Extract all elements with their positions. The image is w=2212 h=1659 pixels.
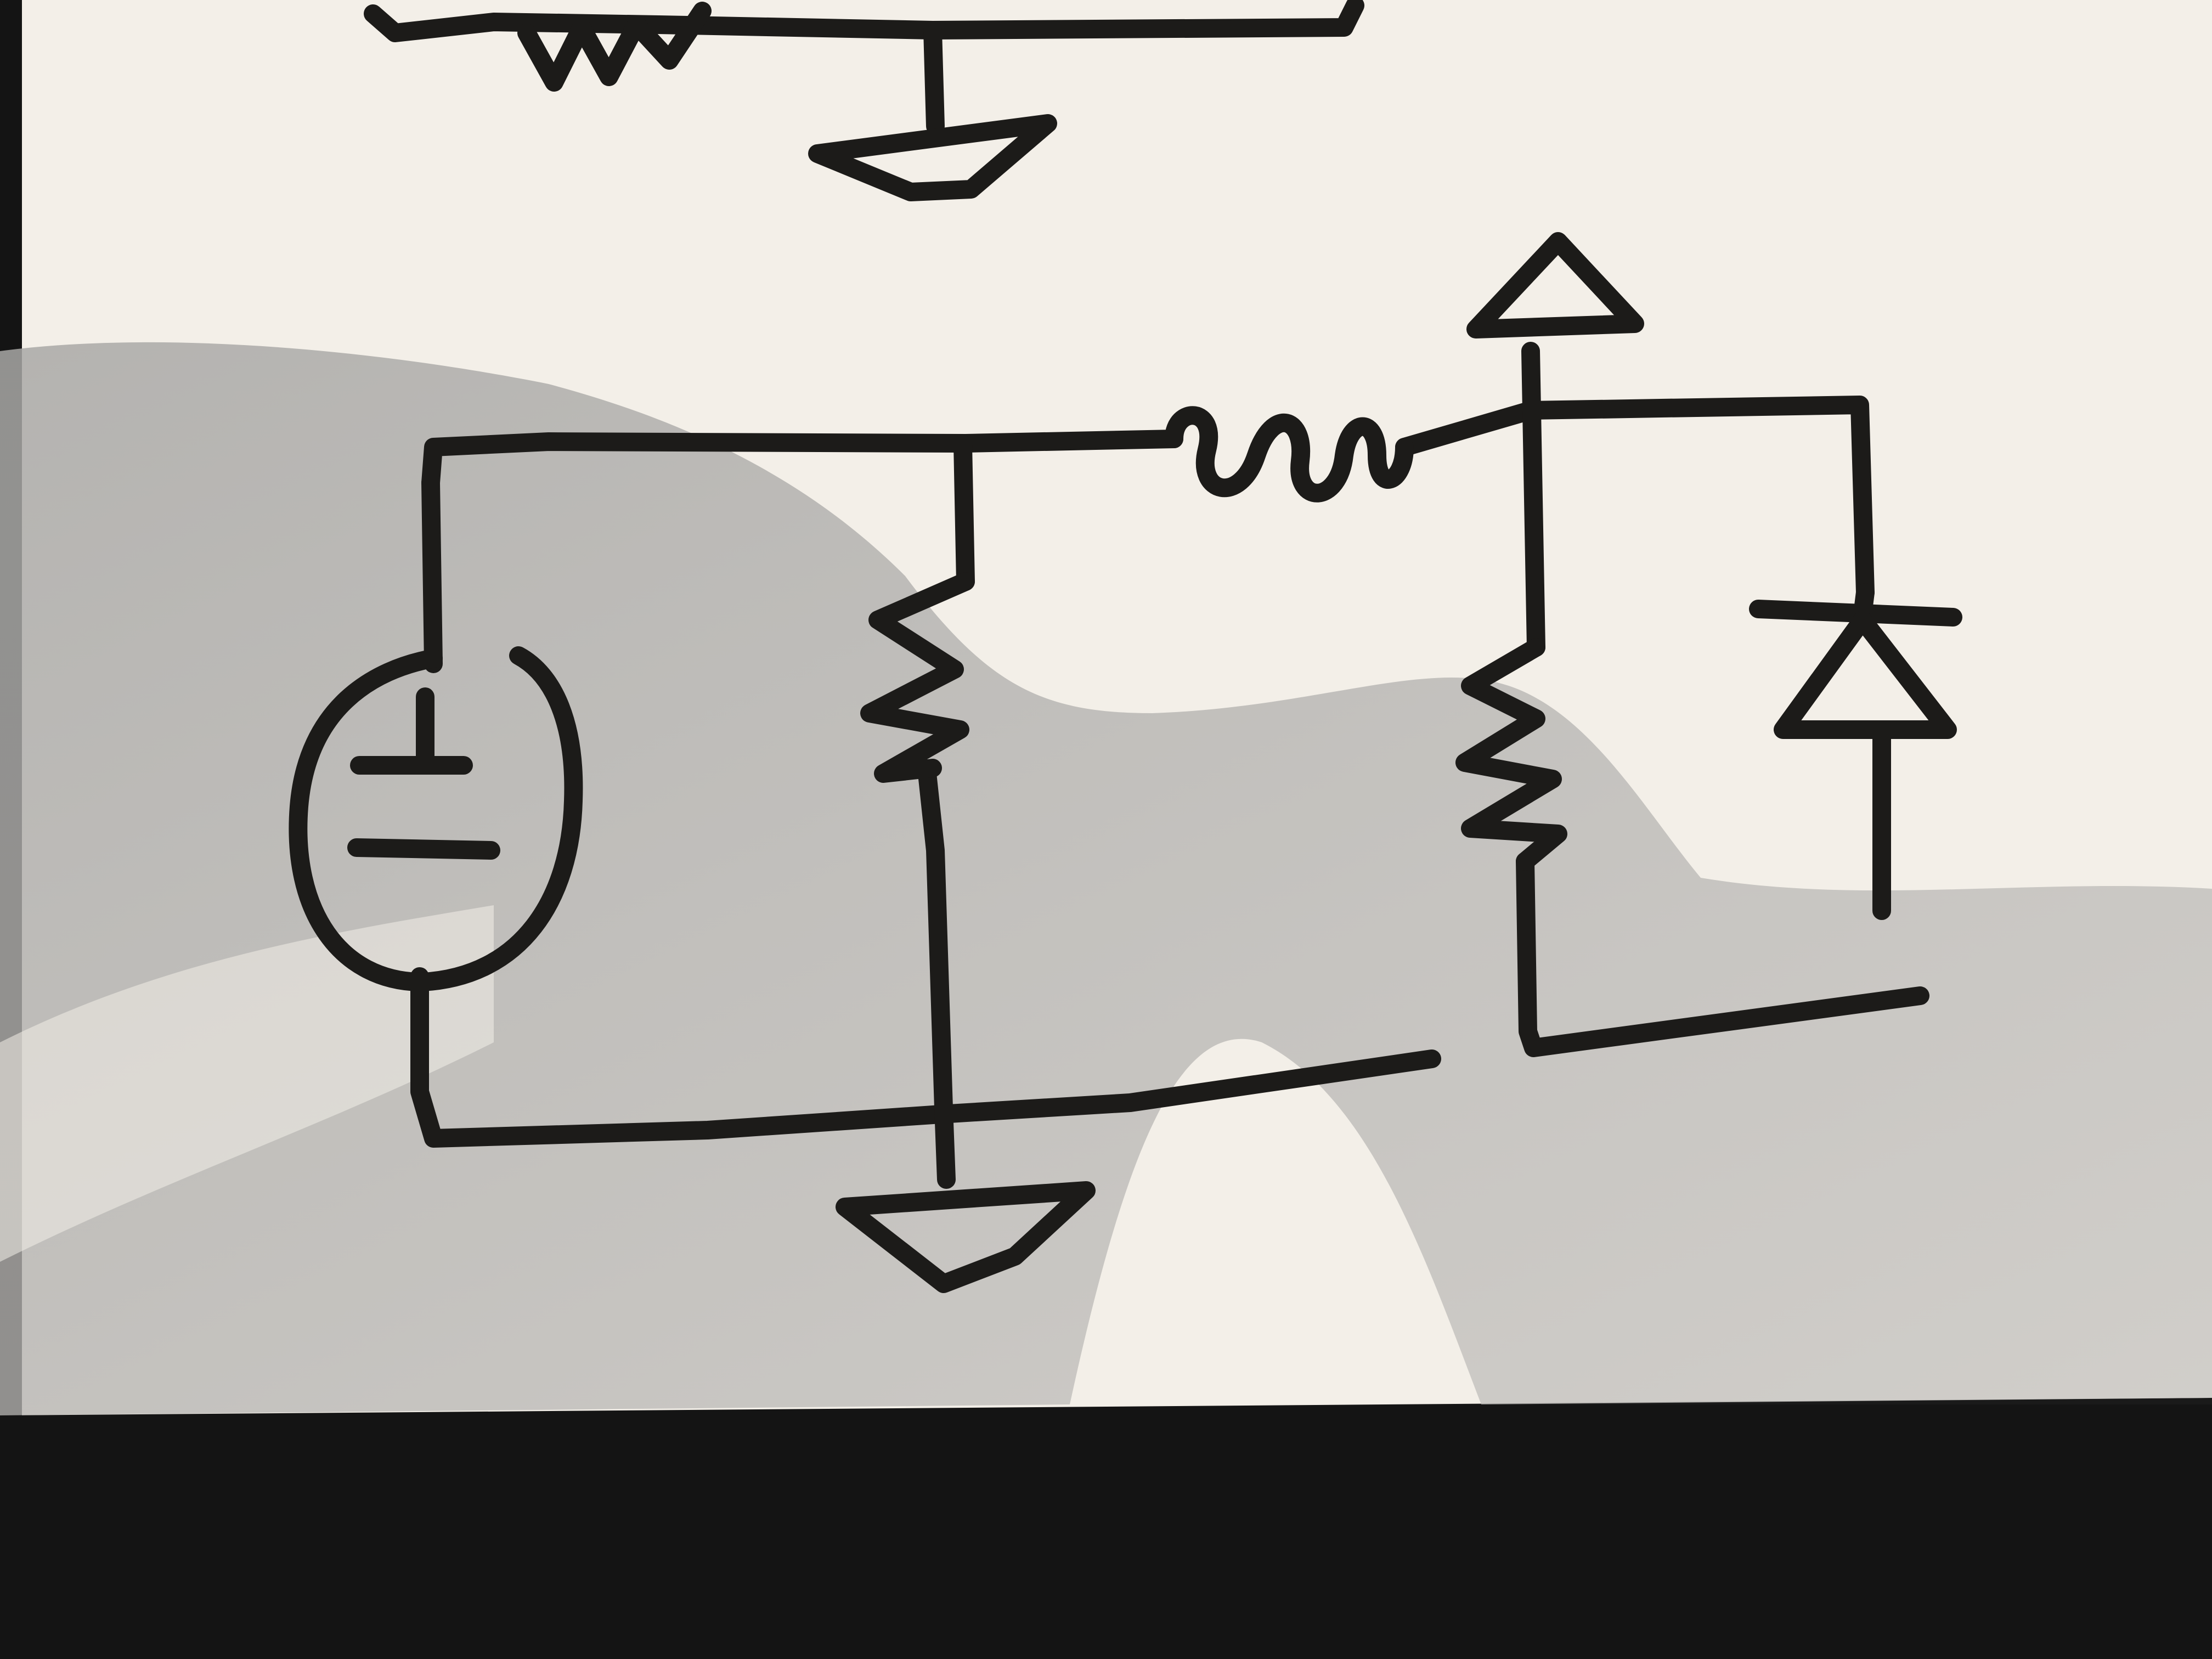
top-resistor-squiggle: [517, 2, 712, 92]
hand-shadow: [0, 342, 2212, 1416]
diode-icon: [1774, 611, 1957, 739]
resistor-2-icon: [1455, 638, 1567, 871]
top-ground-stem: [923, 21, 945, 136]
wire-resistor1-top: [953, 435, 975, 591]
light-patch: [0, 905, 494, 1262]
minus-sign: [347, 838, 500, 860]
voltage-source-icon: [289, 646, 583, 991]
table-surface: [0, 1404, 2212, 1659]
top-partial-circuit: [364, 0, 1364, 201]
supply-arrow-icon: [1466, 232, 1644, 338]
wire-source-bottom: [410, 967, 958, 1148]
wire-bottom-right: [940, 1049, 1441, 1123]
wire-resistor1-bottom: [918, 764, 956, 1189]
wire-resistor2-bottom: [1516, 852, 1929, 1057]
plus-sign: [350, 687, 473, 775]
ground-icon: [836, 1181, 1096, 1293]
resistor-1-icon: [860, 572, 975, 783]
wire-resistor2-top: [1521, 342, 1545, 657]
wire-source-top: [421, 473, 443, 673]
wire-top-left: [421, 430, 1183, 492]
top-wire: [364, 0, 1364, 42]
inductor-icon: [1165, 406, 1414, 503]
main-circuit: [289, 232, 1962, 1293]
wire-top-middle: [1395, 396, 1875, 602]
diode-bar: [1749, 600, 1962, 627]
top-ground-icon: [808, 114, 1057, 201]
